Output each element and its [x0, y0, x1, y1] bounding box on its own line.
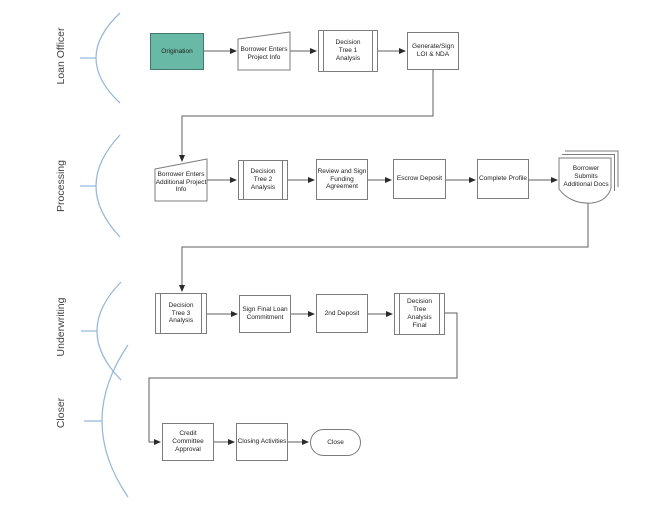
node-sign-final-loan-commitment[interactable]: Sign Final Loan Commitment	[239, 295, 291, 333]
node-label: Complete Profile	[478, 175, 528, 183]
node-decision-tree-analysis-final[interactable]: Decision Tree Analysis Final	[394, 293, 445, 335]
multi-document-borrower-submits-docs[interactable]	[558, 150, 619, 204]
node-escrow-deposit[interactable]: Escrow Deposit	[393, 159, 446, 199]
node-2nd-deposit[interactable]: 2nd Deposit	[316, 294, 368, 333]
node-label: Decision Tree 2 Analysis	[250, 168, 276, 191]
node-label: Decision Tree 3 Analysis	[168, 301, 194, 325]
manual-input-borrower-enters-additional[interactable]	[154, 158, 208, 202]
lane-label-processing: Processing	[54, 141, 68, 231]
node-closing-activities[interactable]: Closing Activities	[236, 423, 288, 461]
lane-label-text: Loan Officer	[55, 27, 67, 85]
connector-docs-to-tree3	[179, 203, 589, 292]
node-label: Decision Tree Analysis Final	[407, 298, 432, 329]
node-decision-tree-1-analysis[interactable]: Decision Tree 1 Analysis	[318, 30, 378, 72]
manual-input-borrower-enters-project-info[interactable]	[237, 31, 291, 71]
lane-label-underwriting: Underwriting	[54, 282, 68, 372]
node-label: Decision Tree 1 Analysis	[335, 39, 361, 62]
lane-brace-loan-officer	[80, 12, 121, 104]
node-decision-tree-2-analysis[interactable]: Decision Tree 2 Analysis	[238, 160, 288, 200]
lane-brace-closer	[84, 344, 129, 498]
node-label: Close	[327, 438, 344, 446]
lane-label-closer: Closer	[54, 368, 68, 458]
node-label: 2nd Deposit	[324, 309, 360, 317]
node-credit-committee-approval[interactable]: Credit Committee Approval	[162, 423, 214, 461]
node-label: Generate/Sign LOI & NDA	[412, 43, 454, 58]
node-origination[interactable]: Origination	[150, 33, 204, 70]
node-generate-sign-loi-nda[interactable]: Generate/Sign LOI & NDA	[407, 32, 459, 70]
node-label: Review and Sign Funding Agreement	[317, 167, 367, 191]
node-label: Closing Activities	[237, 438, 287, 446]
node-review-and-sign-funding-agreement[interactable]: Review and Sign Funding Agreement	[316, 159, 368, 200]
lane-label-text: Underwriting	[55, 297, 67, 357]
node-close-terminator[interactable]: Close	[310, 429, 361, 456]
node-decision-tree-3-analysis[interactable]: Decision Tree 3 Analysis	[155, 293, 207, 334]
lane-label-loan-officer: Loan Officer	[54, 11, 68, 101]
connector-generate-sign-to-additional-info	[179, 70, 434, 162]
lane-label-text: Processing	[55, 160, 67, 212]
lane-label-text: Closer	[55, 397, 67, 429]
node-label: Origination	[161, 47, 193, 55]
node-complete-profile[interactable]: Complete Profile	[477, 159, 529, 199]
lane-brace-underwriting	[81, 281, 122, 381]
connector-tree-final-to-credit-committee	[148, 312, 458, 445]
lane-brace-processing	[80, 134, 121, 238]
node-label: Escrow Deposit	[396, 175, 443, 183]
node-label: Credit Committee Approval	[172, 430, 204, 453]
node-label: Sign Final Loan Commitment	[242, 306, 288, 321]
